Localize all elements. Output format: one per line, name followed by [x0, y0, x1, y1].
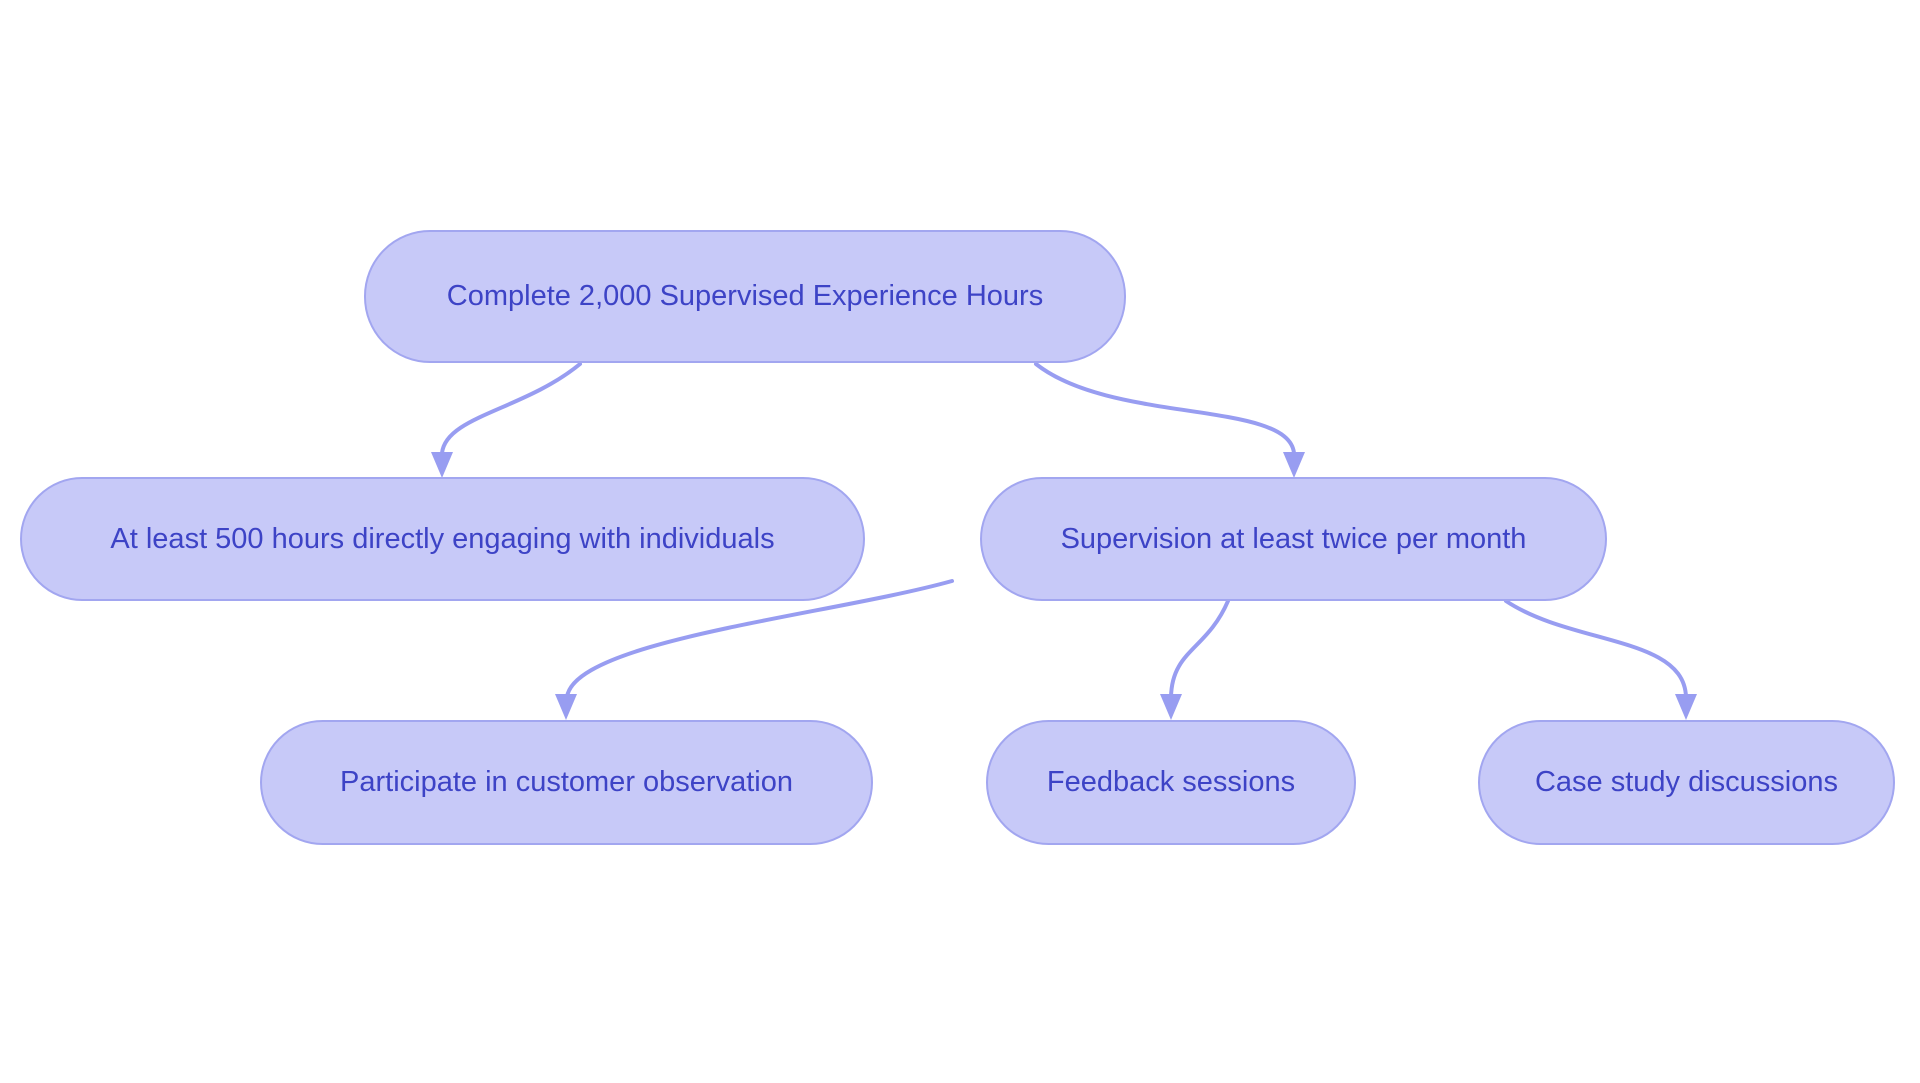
arrowhead-icon [1675, 694, 1697, 720]
node-customer-observation: Participate in customer observation [260, 720, 873, 845]
arrowhead-icon [555, 694, 577, 720]
arrowhead-icon [1283, 452, 1305, 478]
node-supervision-twice-per-month: Supervision at least twice per month [980, 477, 1607, 601]
edge-supervision-observation [555, 579, 954, 720]
node-case-study-discussions: Case study discussions [1478, 720, 1895, 845]
edge-root-hours [431, 362, 582, 478]
arrowhead-icon [431, 452, 453, 478]
node-feedback-sessions: Feedback sessions [986, 720, 1356, 845]
node-complete-supervised-hours: Complete 2,000 Supervised Experience Hou… [364, 230, 1126, 363]
edge-supervision-feedback [1160, 599, 1230, 720]
edge-root-supervision [1034, 362, 1305, 478]
arrowhead-icon [1160, 694, 1182, 720]
node-500-hours-direct-engagement: At least 500 hours directly engaging wit… [20, 477, 865, 601]
edge-supervision-case-study [1504, 599, 1697, 720]
